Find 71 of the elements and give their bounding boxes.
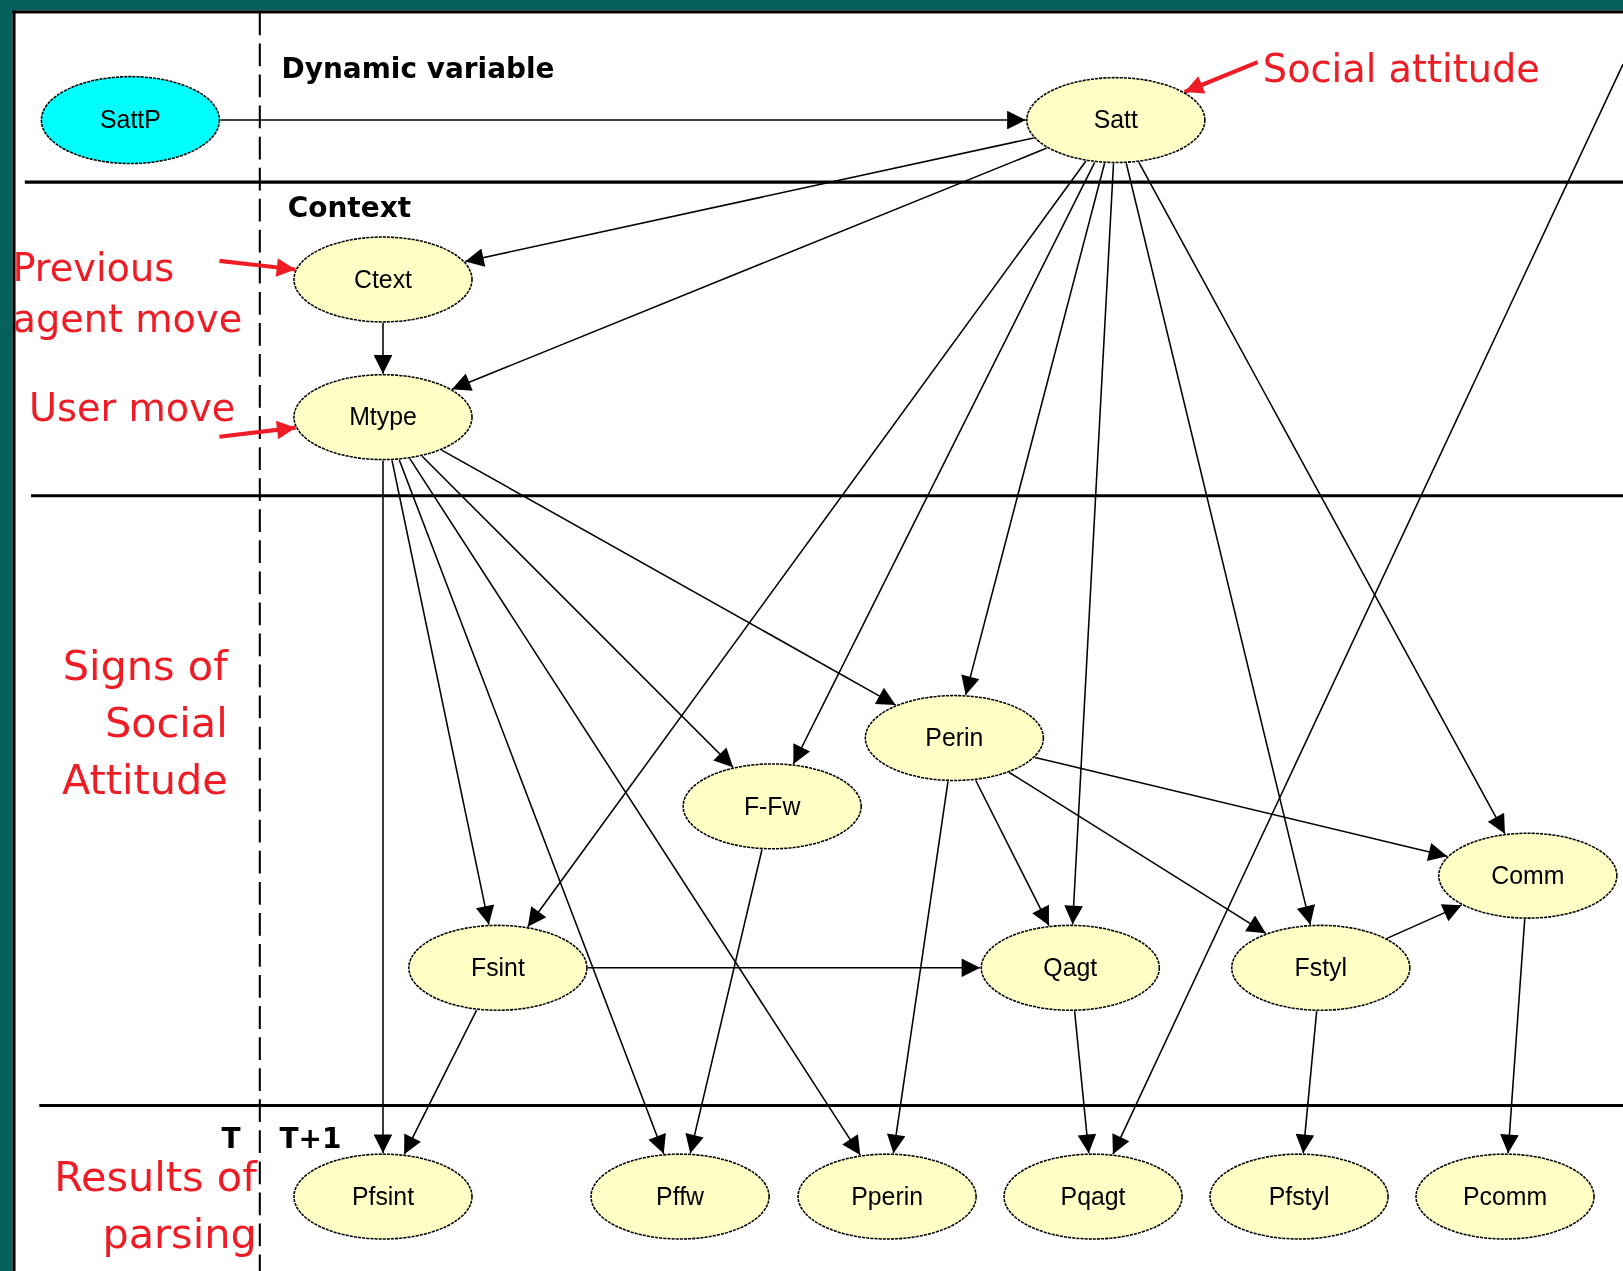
arrow: [464, 137, 1035, 267]
arrow: [1500, 918, 1526, 1154]
annotation-text: Social attitude: [1262, 43, 1605, 96]
arrow: [440, 449, 897, 706]
ellipse-node: [292, 236, 474, 323]
arrow: [219, 110, 1027, 130]
node-label: SattP: [100, 105, 161, 135]
arrow: [398, 459, 666, 1155]
ellipse-node: [864, 694, 1045, 782]
arrow: [1008, 771, 1267, 935]
arrow: [886, 780, 949, 1154]
ellipse-node: [797, 1153, 978, 1241]
node-label: Fsint: [470, 953, 525, 983]
arrow: [974, 779, 1050, 927]
annotation-arrow: [1183, 60, 1259, 94]
ellipse-node: [407, 924, 588, 1012]
section-label: Dynamic variable: [281, 51, 555, 84]
arrow: [1386, 904, 1463, 940]
arrow: [587, 958, 981, 978]
ellipse-node: [1209, 1153, 1390, 1241]
arrow: [1073, 1010, 1097, 1154]
node-label: Satt: [1093, 105, 1138, 135]
section-label: T+1: [279, 1122, 342, 1155]
ellipse-node: [682, 762, 863, 850]
ellipse-node: [1415, 1153, 1596, 1241]
arrow: [373, 322, 393, 375]
node-label: Qagt: [1043, 953, 1098, 983]
annotation-arrow: [219, 258, 296, 277]
arrow: [391, 459, 495, 926]
ellipse-node: [1003, 1153, 1184, 1241]
annotation-text: Signs of Social Attitude: [60, 640, 228, 806]
ellipse-node: [292, 1153, 474, 1241]
node-label: Pfsint: [351, 1182, 415, 1212]
arrow: [961, 162, 1106, 696]
annotation-text: User move: [29, 383, 255, 435]
ellipse-node: [40, 75, 221, 165]
arrow: [409, 457, 861, 1156]
ellipse-node: [1025, 76, 1206, 164]
node-label: Pperin: [851, 1182, 923, 1212]
node-label: Perin: [925, 723, 984, 753]
node-label: Ctext: [354, 265, 412, 294]
arrow: [792, 161, 1096, 765]
arrow: [403, 1009, 478, 1156]
node-label: Comm: [1491, 861, 1565, 891]
ellipse-node: [590, 1153, 771, 1241]
arrow: [421, 455, 734, 768]
node-label: Pffw: [656, 1182, 704, 1212]
node-label: Mtype: [349, 402, 417, 432]
arrow: [451, 147, 1048, 391]
ellipse-node: [292, 373, 474, 461]
arrow: [1034, 756, 1448, 862]
arrow: [527, 160, 1087, 928]
node-label: Pqagt: [1060, 1182, 1126, 1212]
node-label: F-Fw: [743, 791, 801, 821]
arrow: [1125, 162, 1315, 926]
ellipse-node: [980, 924, 1161, 1012]
arrow: [685, 848, 763, 1155]
arrow: [1295, 1010, 1318, 1154]
ellipse-node: [1437, 832, 1618, 920]
section-label: Context: [287, 191, 412, 224]
arrow: [373, 459, 393, 1154]
ellipse-node: [1230, 924, 1411, 1012]
arrow: [1064, 162, 1115, 926]
annotation-arrow: [219, 420, 296, 440]
node-label: Pcomm: [1462, 1182, 1548, 1212]
arrow: [1138, 161, 1506, 835]
arrow: [1112, 63, 1623, 1155]
annotation-text: Results of parsing: [53, 1152, 257, 1260]
section-label: T: [221, 1122, 241, 1155]
node-label: Fstyl: [1294, 953, 1347, 983]
node-label: Pfstyl: [1268, 1182, 1330, 1212]
